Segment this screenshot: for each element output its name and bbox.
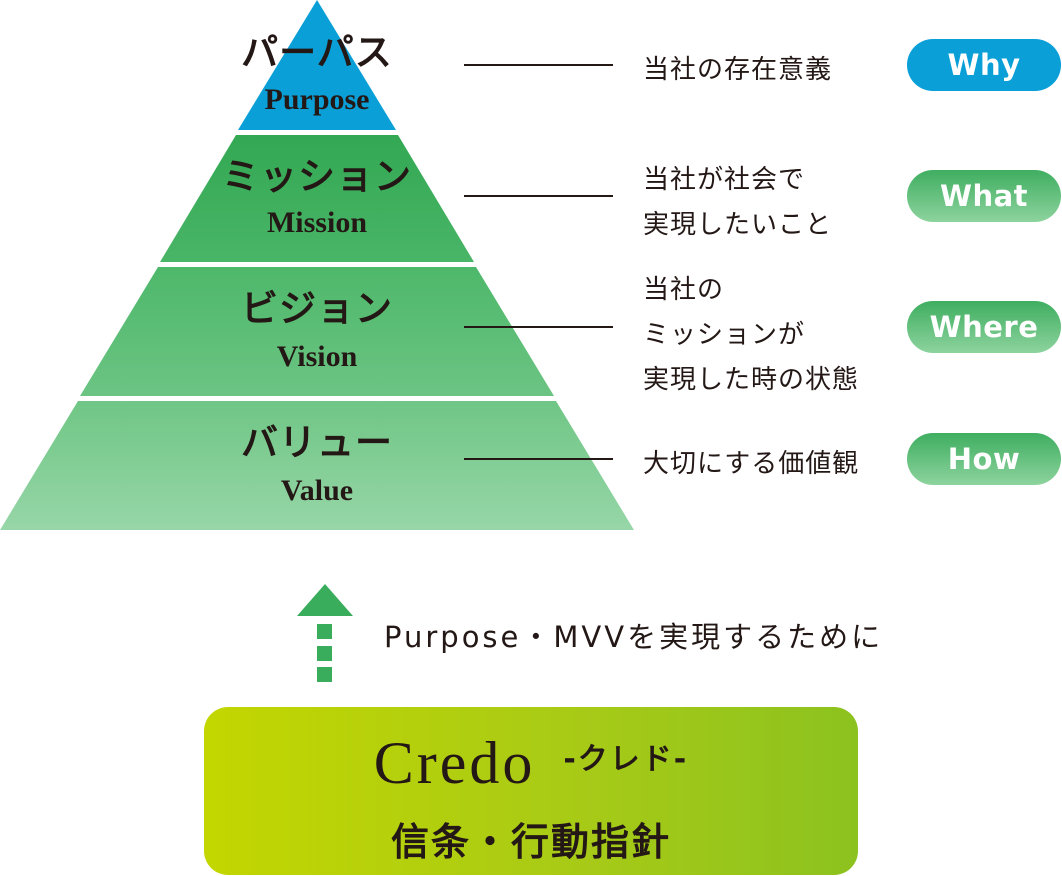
credo-title-row: Credo -クレド- bbox=[204, 729, 858, 798]
purpose-label-en: Purpose bbox=[264, 83, 370, 116]
pyramid-layer-value bbox=[0, 401, 634, 530]
description-line: 大切にする価値観 bbox=[643, 449, 860, 479]
vision-description: 当社の ミッションが 実現した時の状態 bbox=[643, 268, 859, 403]
description-line: ミッションが bbox=[643, 320, 806, 350]
pyramid-layer-vision bbox=[80, 267, 554, 396]
description-line: 実現したいこと bbox=[643, 210, 833, 240]
pyramid-layer-mission bbox=[160, 135, 474, 262]
description-line: 当社が社会で bbox=[643, 165, 806, 195]
tag-what: What bbox=[907, 170, 1061, 222]
tag-how: How bbox=[907, 433, 1061, 485]
mission-label-en: Mission bbox=[266, 206, 368, 239]
vision-label-en: Vision bbox=[276, 340, 358, 373]
tag-why: Why bbox=[907, 39, 1061, 91]
value-description: 大切にする価値観 bbox=[643, 442, 859, 487]
arrow-caption: Purpose・MVVを実現するために bbox=[384, 620, 884, 654]
description-line: 当社の存在意義 bbox=[643, 55, 833, 85]
description-line: 実現した時の状態 bbox=[643, 365, 860, 395]
description-line: 当社の bbox=[643, 275, 725, 305]
credo-box: Credo -クレド- 信条・行動指針 bbox=[204, 707, 858, 875]
purpose-description: 当社の存在意義 bbox=[643, 48, 832, 93]
vision-label-ja: ビジョン bbox=[241, 287, 393, 330]
tag-where: Where bbox=[907, 301, 1061, 353]
credo-subtitle: -クレド- bbox=[563, 742, 689, 777]
pyramid-layer-purpose bbox=[238, 0, 396, 130]
mission-description: 当社が社会で 実現したいこと bbox=[643, 158, 832, 248]
credo-description: 信条・行動指針 bbox=[390, 819, 671, 864]
up-arrow-icon bbox=[297, 584, 353, 682]
value-label-en: Value bbox=[280, 474, 354, 507]
credo-title: Credo bbox=[373, 730, 536, 796]
value-label-ja: バリュー bbox=[241, 421, 393, 464]
purpose-label-ja: パーパス bbox=[241, 31, 393, 74]
mission-label-ja: ミッション bbox=[222, 155, 412, 198]
